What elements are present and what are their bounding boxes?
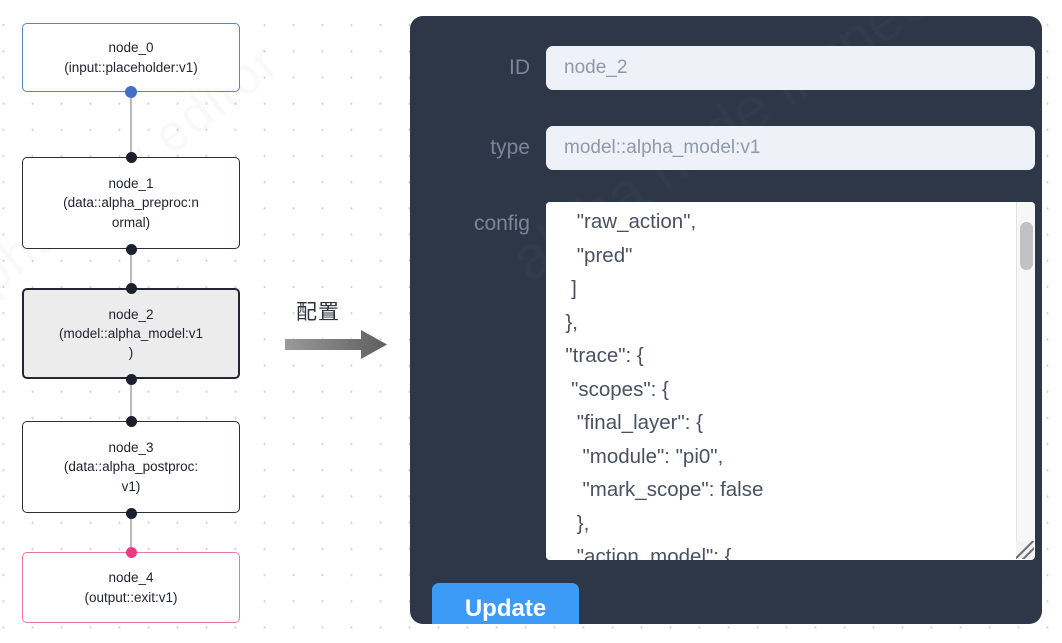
config-editor[interactable]: "raw_action", "pred" ] }, "trace": { "sc… — [546, 202, 1035, 560]
node_2-source-handle[interactable] — [126, 374, 137, 385]
flow-node-node_0[interactable]: node_0 (input::placeholder:v1) — [22, 23, 240, 92]
field-row-config: config "raw_action", "pred" ] }, "trace"… — [410, 202, 1042, 560]
flow-node-node_2[interactable]: node_2 (model::alpha_model:v1 ) — [22, 288, 240, 379]
transition-label: 配置 — [296, 301, 340, 324]
flow-node-label: node_2 (model::alpha_model:v1 ) — [58, 306, 204, 361]
flow-node-label: node_4 (output::exit:v1) — [84, 570, 178, 605]
node_1-target-handle[interactable] — [126, 152, 137, 163]
config-resize-handle[interactable] — [1016, 541, 1034, 559]
edge-node2-node3 — [130, 379, 132, 421]
update-button[interactable]: Update — [432, 583, 579, 624]
right-arrow-icon — [285, 330, 387, 359]
node_1-source-handle[interactable] — [126, 244, 137, 255]
config-scrollbar-track[interactable] — [1016, 202, 1035, 542]
id-input[interactable] — [546, 46, 1035, 90]
type-input[interactable] — [546, 126, 1035, 170]
config-scrollbar-thumb[interactable] — [1020, 222, 1033, 270]
node_3-source-handle[interactable] — [126, 508, 137, 519]
node_3-target-handle[interactable] — [126, 416, 137, 427]
node_0-source-handle[interactable] — [125, 86, 137, 98]
config-field-label: config — [473, 212, 530, 235]
id-field-label: ID — [509, 56, 530, 79]
edge-node0-node1 — [130, 92, 132, 157]
flow-node-label: node_3 (data::alpha_postproc: v1) — [63, 440, 199, 494]
field-row-id: ID — [410, 46, 1042, 90]
field-row-type: type — [410, 126, 1042, 170]
flow-node-node_1[interactable]: node_1 (data::alpha_preproc:n ormal) — [22, 157, 240, 249]
config-textarea[interactable]: "raw_action", "pred" ] }, "trace": { "sc… — [546, 202, 1016, 560]
edge-node1-node2 — [130, 249, 132, 288]
node_4-target-handle[interactable] — [126, 547, 137, 558]
flow-node-label: node_0 (input::placeholder:v1) — [64, 40, 198, 75]
node_2-target-handle[interactable] — [126, 283, 137, 294]
flow-node-label: node_1 (data::alpha_preproc:n ormal) — [63, 176, 199, 230]
transition-arrow-group: 配置 — [283, 296, 401, 362]
flow-node-node_4[interactable]: node_4 (output::exit:v1) — [22, 552, 240, 623]
flow-node-node_3[interactable]: node_3 (data::alpha_postproc: v1) — [22, 421, 240, 513]
node-inspector-panel: alpha node inspector ID type config "raw… — [410, 16, 1042, 624]
edge-node3-node4 — [130, 513, 132, 552]
type-field-label: type — [490, 136, 530, 159]
